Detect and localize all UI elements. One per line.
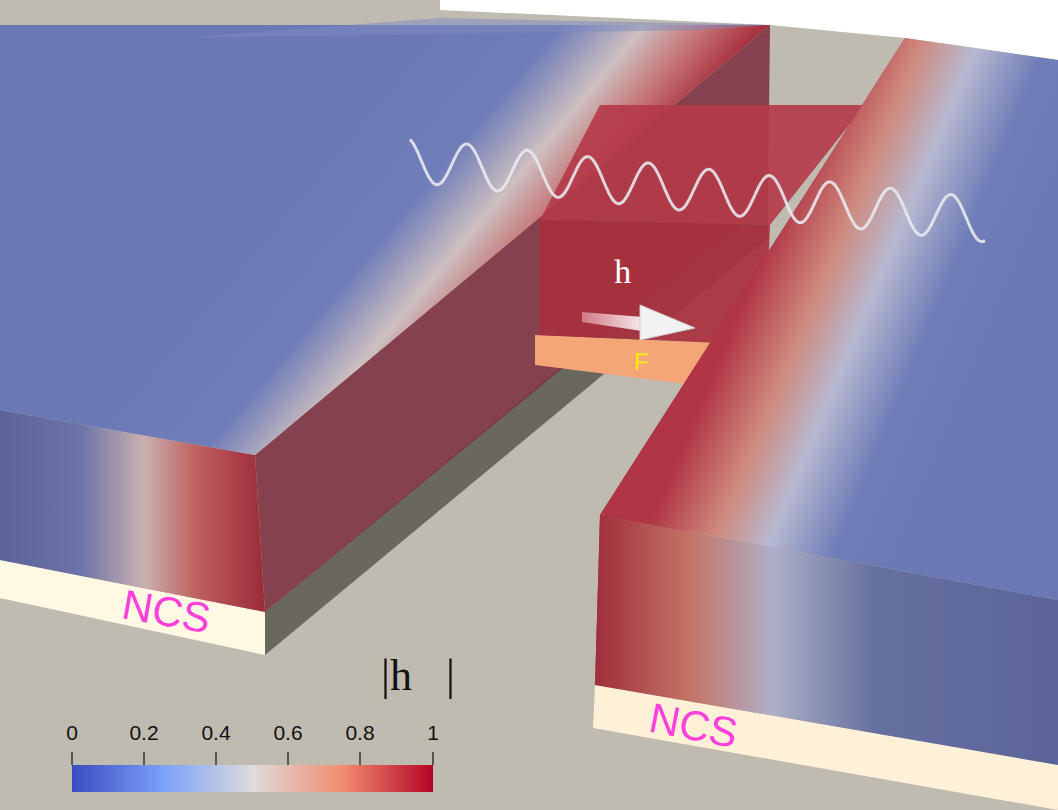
wave-line bbox=[410, 139, 985, 241]
tick-label: 0.8 bbox=[345, 721, 374, 745]
field-arrowhead bbox=[640, 305, 695, 340]
tick-label: 0 bbox=[66, 721, 78, 745]
tick-label: 0.4 bbox=[201, 721, 230, 745]
tick-label: 0.6 bbox=[273, 721, 302, 745]
colorbar-ticks bbox=[72, 752, 433, 765]
colorbar-title: |h⃗| bbox=[381, 651, 455, 702]
colorbar bbox=[72, 765, 433, 792]
tick-label: 0.2 bbox=[129, 721, 158, 745]
layer-label-box: F bbox=[627, 346, 655, 378]
layer-label: F bbox=[633, 348, 649, 375]
vector-symbol: h⃗ bbox=[614, 252, 657, 291]
tick-label: 1 bbox=[427, 721, 439, 745]
